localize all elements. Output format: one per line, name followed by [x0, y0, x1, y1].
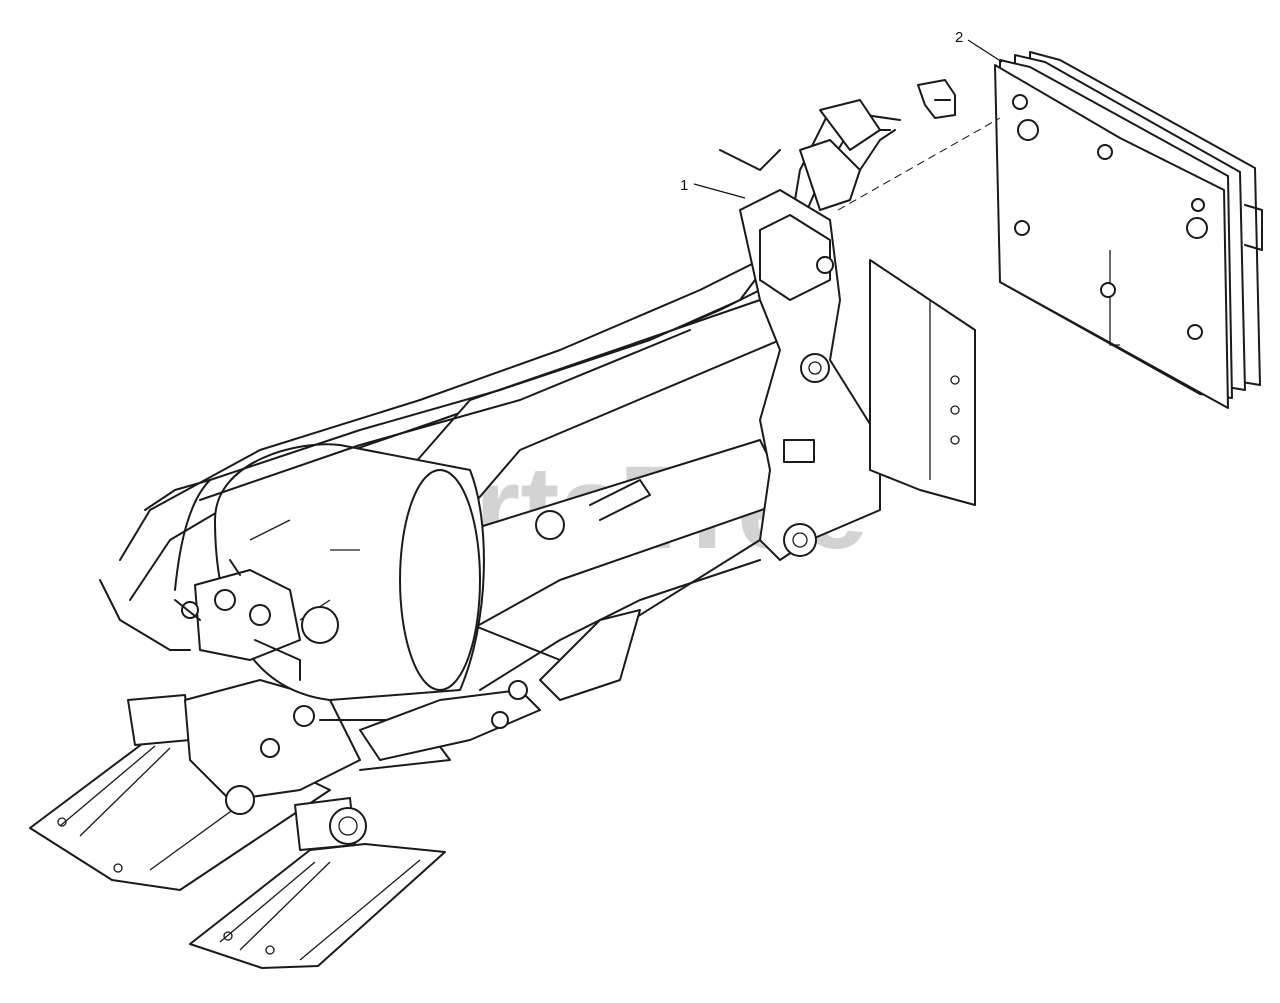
- callout-1-label: 1: [680, 177, 688, 194]
- pivot-bracket: [739, 99, 881, 561]
- front-axle: [184, 679, 541, 815]
- callout-2-label: 2: [955, 29, 963, 46]
- callout-2-leader: [967, 39, 1003, 63]
- alignment-dashed-line: [837, 117, 1001, 211]
- clip-part: [917, 79, 956, 119]
- weight-plate-stack: [994, 51, 1263, 409]
- callout-1-leader: [693, 183, 746, 199]
- pump-valve: [174, 559, 301, 681]
- callout-2: 2: [955, 29, 1003, 63]
- lift-frame: [99, 259, 791, 701]
- mounting-plate: [869, 259, 976, 506]
- callout-1: 1: [680, 177, 746, 199]
